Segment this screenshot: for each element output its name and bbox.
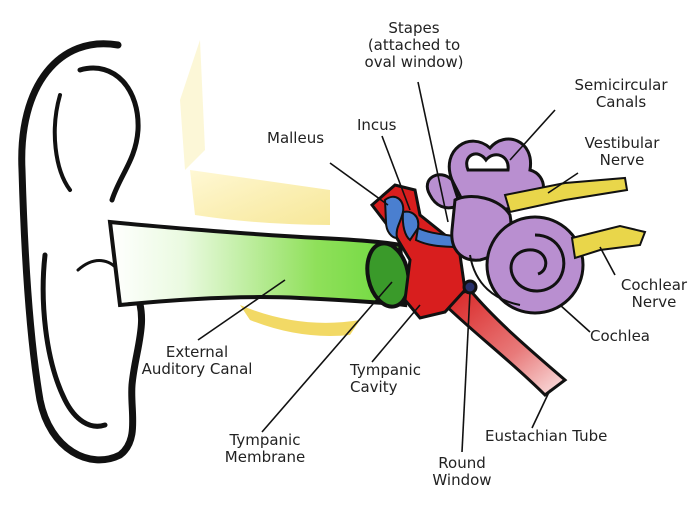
label-round-window: Round Window: [418, 455, 506, 489]
label-cochlea: Cochlea: [590, 328, 650, 345]
leader-malleus: [330, 163, 388, 205]
label-incus: Incus: [357, 117, 397, 134]
label-round-window-line1: Round: [418, 455, 506, 472]
label-vestibular-nerve: Vestibular Nerve: [572, 135, 672, 169]
leader-tympanic-cavity: [372, 305, 420, 362]
leader-cochlea: [560, 305, 590, 332]
label-tympanic-cavity: Tympanic Cavity: [350, 362, 421, 396]
leader-tympanic-membrane: [262, 282, 392, 432]
label-tympanic-membrane-line2: Membrane: [210, 449, 320, 466]
external-auditory-canal: [110, 222, 405, 305]
label-semicircular-line2: Canals: [560, 94, 682, 111]
label-tympanic-cavity-line1: Tympanic: [350, 362, 421, 379]
label-stapes-line2: (attached to: [356, 37, 472, 54]
label-vestibular-line2: Nerve: [572, 152, 672, 169]
label-eustachian-tube: Eustachian Tube: [485, 428, 607, 445]
label-stapes: Stapes (attached to oval window): [356, 20, 472, 71]
label-stapes-line1: Stapes: [356, 20, 472, 37]
label-semicircular-canals: Semicircular Canals: [560, 77, 682, 111]
label-cochlear-nerve: Cochlear Nerve: [612, 277, 696, 311]
label-tympanic-membrane-line1: Tympanic: [210, 432, 320, 449]
label-external-line1: External: [122, 344, 272, 361]
label-cochlear-line2: Nerve: [612, 294, 696, 311]
leader-cochlear: [600, 247, 615, 275]
leader-eustachian: [532, 390, 550, 428]
label-stapes-line3: oval window): [356, 54, 472, 71]
leader-semicircular: [510, 110, 555, 160]
label-semicircular-line1: Semicircular: [560, 77, 682, 94]
cochlear-nerve-shape: [572, 226, 645, 258]
label-round-window-line2: Window: [418, 472, 506, 489]
label-vestibular-line1: Vestibular: [572, 135, 672, 152]
label-tympanic-membrane: Tympanic Membrane: [210, 432, 320, 466]
label-external-auditory-canal: External Auditory Canal: [122, 344, 272, 378]
label-tympanic-cavity-line2: Cavity: [350, 379, 421, 396]
label-cochlear-line1: Cochlear: [612, 277, 696, 294]
label-external-line2: Auditory Canal: [122, 361, 272, 378]
label-malleus: Malleus: [267, 130, 324, 147]
